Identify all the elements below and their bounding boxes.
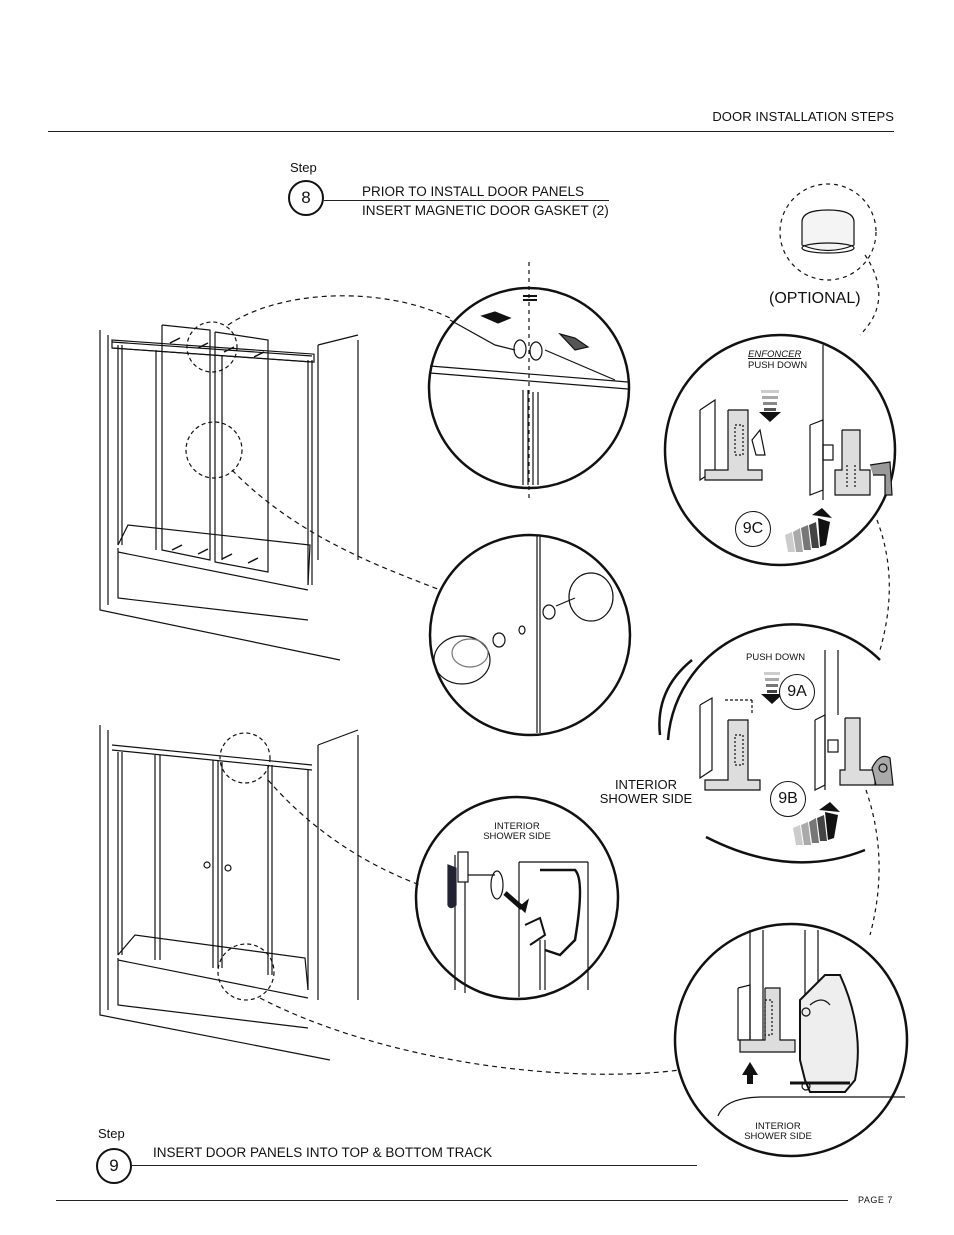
section-title: DOOR INSTALLATION STEPS — [712, 109, 894, 124]
shower-side-line: SHOWER SIDE — [599, 791, 693, 806]
enforcer-label: ENFONCER — [748, 349, 802, 360]
knob-detail — [428, 533, 632, 737]
step-8-instruction-2: INSERT MAGNETIC DOOR GASKET (2) — [362, 203, 609, 218]
enclosure-bottom-drawing — [99, 725, 359, 1061]
interior-line: INTERIOR — [494, 821, 540, 832]
page-number: PAGE 7 — [858, 1195, 893, 1205]
step-8-badge: 8 — [288, 180, 324, 216]
optional-label: (OPTIONAL) — [769, 290, 861, 307]
push-down-9c-label: PUSH DOWN — [748, 360, 808, 371]
step-9c-badge: 9C — [735, 511, 771, 547]
magnet-gasket-detail — [427, 286, 631, 490]
interior-shower-side-label: INTERIOR SHOWER SIDE — [596, 778, 696, 806]
step-8-number: 8 — [301, 188, 311, 207]
interior-shower-side-detail-label: INTERIOR SHOWER SIDE — [472, 822, 562, 842]
bottom-track-final-detail — [673, 922, 909, 1158]
step-9-instruction: INSERT DOOR PANELS INTO TOP & BOTTOM TRA… — [153, 1145, 493, 1160]
step-9c-detail — [663, 333, 897, 567]
header-rule — [48, 131, 894, 132]
cap-detail — [779, 183, 877, 281]
shower-side-line: SHOWER SIDE — [744, 1131, 812, 1142]
enclosure-top-drawing — [99, 321, 359, 661]
step-9-number: 9 — [109, 1156, 119, 1175]
step-8-rule — [324, 200, 609, 201]
step-9-badge: 9 — [96, 1148, 132, 1184]
interior-shower-side-bottom-label: INTERIOR SHOWER SIDE — [733, 1122, 823, 1142]
push-down-9a-label: PUSH DOWN — [746, 652, 806, 663]
step-9b-text: 9B — [778, 790, 798, 807]
step-9a-badge: 9A — [779, 674, 815, 710]
bottom-track-detail — [414, 795, 620, 1001]
step-9-rule — [132, 1165, 697, 1166]
step-9-label: Step — [98, 1126, 125, 1141]
footer-rule — [56, 1200, 848, 1201]
shower-side-line: SHOWER SIDE — [483, 831, 551, 842]
interior-line: INTERIOR — [614, 777, 678, 792]
interior-line: INTERIOR — [755, 1121, 801, 1132]
step-9a-text: 9A — [787, 683, 807, 700]
step-8-instruction-1: PRIOR TO INSTALL DOOR PANELS — [362, 184, 585, 199]
step-8-label: Step — [290, 160, 317, 175]
step-9b-badge: 9B — [770, 781, 806, 817]
step-9c-text: 9C — [742, 520, 764, 537]
